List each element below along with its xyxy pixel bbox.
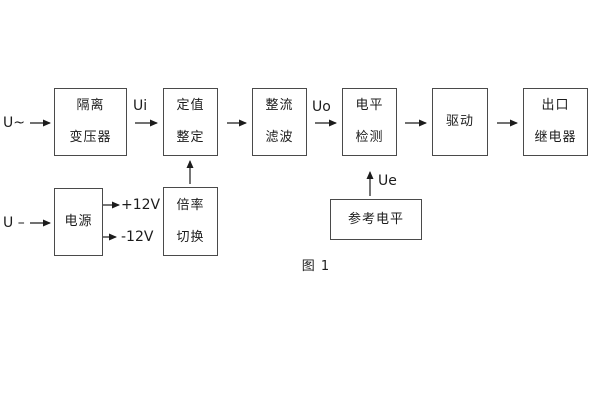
block-label-line: 电平 xyxy=(355,98,384,113)
block-label-line: 定值 xyxy=(176,98,205,113)
block-label-line: 隔离 xyxy=(76,98,105,113)
block-driver: 驱动 xyxy=(432,88,488,156)
block-ratio-switch: 倍率 切换 xyxy=(163,187,218,256)
block-label-line: 驱动 xyxy=(445,114,474,129)
block-label-line: 滤波 xyxy=(265,130,294,145)
ac-input-label: U~ xyxy=(3,115,25,131)
block-level-detection: 电平 检测 xyxy=(342,88,397,156)
block-label-line: 参考电平 xyxy=(347,211,404,227)
block-label-line: 检测 xyxy=(355,130,384,145)
block-reference-level: 参考电平 xyxy=(330,199,422,240)
block-rectifier-filter: 整流 滤波 xyxy=(252,88,307,156)
block-output-relay: 出口 继电器 xyxy=(523,88,588,156)
block-label-line: 整流 xyxy=(265,98,294,113)
dc-input-label: U – xyxy=(3,215,25,231)
block-label-line: 电源 xyxy=(64,214,93,229)
rail-plus12-label: +12V xyxy=(121,197,161,213)
rail-minus12-label: -12V xyxy=(121,229,154,245)
block-power-supply: 电源 xyxy=(54,188,103,256)
block-label-line: 切换 xyxy=(176,229,205,245)
block-label-line: 出口 xyxy=(541,98,570,113)
block-label-line: 整定 xyxy=(176,130,205,145)
signal-ue-label: Ue xyxy=(378,173,397,189)
signal-uo-label: Uo xyxy=(312,99,331,115)
block-label-line: 继电器 xyxy=(534,130,577,145)
block-label-line: 变压器 xyxy=(69,130,112,145)
block-label-line: 倍率 xyxy=(176,197,205,213)
block-isolation-transformer: 隔离 变压器 xyxy=(54,88,127,156)
signal-ui-label: Ui xyxy=(133,98,148,114)
block-value-setting: 定值 整定 xyxy=(163,88,218,156)
figure-caption: 图 1 xyxy=(301,259,331,274)
